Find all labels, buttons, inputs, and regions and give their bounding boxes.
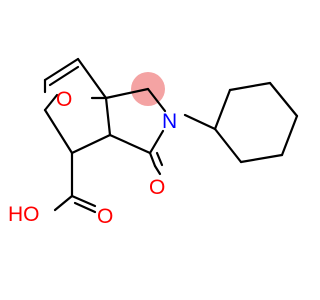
carboxylic-acid bbox=[53, 151, 97, 214]
bond bbox=[153, 164, 162, 176]
bond bbox=[280, 114, 299, 157]
bond bbox=[146, 87, 167, 113]
oxabicyclic-core bbox=[43, 57, 112, 155]
bond bbox=[148, 151, 157, 168]
bond bbox=[73, 201, 97, 214]
n-cyclohexyl-bond bbox=[183, 113, 217, 131]
lactam-ring bbox=[104, 87, 167, 155]
structure-canvas: O N O HO O bbox=[8, 57, 299, 228]
bond bbox=[70, 133, 112, 155]
molecule-structure: O N O HO O bbox=[8, 57, 299, 228]
bond bbox=[268, 81, 299, 118]
lactam-carbonyl bbox=[148, 151, 164, 176]
carboxyl-oxygen-label: O bbox=[97, 205, 113, 228]
bond bbox=[228, 81, 272, 92]
bond bbox=[43, 93, 59, 112]
bond bbox=[104, 87, 150, 100]
bond bbox=[155, 151, 164, 167]
bond bbox=[43, 108, 74, 155]
bond bbox=[53, 194, 74, 212]
bond bbox=[70, 194, 97, 208]
bond bbox=[213, 127, 243, 164]
carboxyl-hydroxyl-label: HO bbox=[8, 203, 40, 226]
cyclohexyl-ring bbox=[213, 81, 299, 164]
carbonyl-oxygen-label: O bbox=[149, 176, 165, 199]
bond bbox=[148, 129, 165, 155]
bond bbox=[239, 153, 284, 164]
bond bbox=[48, 65, 80, 87]
bond bbox=[104, 96, 112, 137]
ring-oxygen-label: O bbox=[56, 88, 72, 111]
bond bbox=[213, 88, 232, 131]
bond bbox=[76, 57, 108, 100]
amide-nitrogen-label: N bbox=[162, 110, 177, 133]
bond bbox=[108, 133, 152, 155]
bond bbox=[43, 57, 80, 82]
